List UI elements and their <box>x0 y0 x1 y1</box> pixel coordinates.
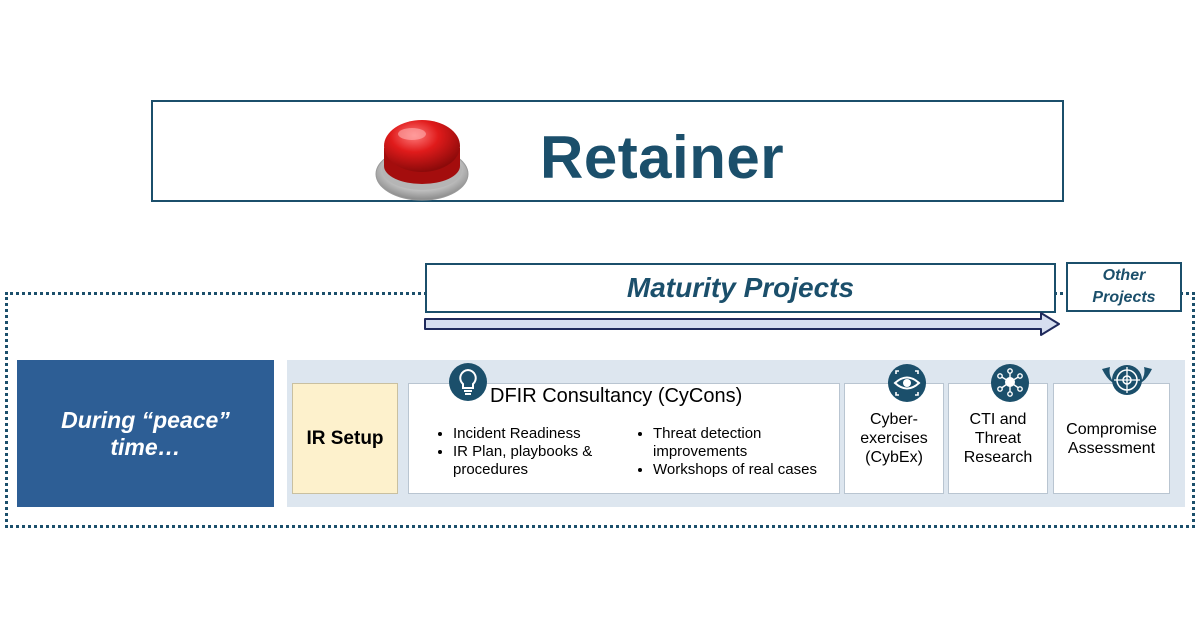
other-projects-label: Other Projects <box>1066 262 1182 312</box>
network-bulb-icon <box>991 364 1029 402</box>
cybex-line: exercises <box>860 430 928 447</box>
list-item: IR Plan, playbooks & procedures <box>453 443 623 479</box>
compromise-assessment-label: Compromise Assessment <box>1054 420 1169 458</box>
red-push-button-icon <box>375 120 469 201</box>
other-projects-line1: Other <box>1102 267 1146 284</box>
right-arrow-icon <box>424 312 1060 336</box>
cybex-line: Cyber- <box>869 411 918 428</box>
dfir-list-right: Threat detection improvements Workshops … <box>633 425 843 479</box>
cybex-line: (CybEx) <box>865 449 923 466</box>
lightbulb-icon <box>449 363 487 401</box>
maturity-projects-label: Maturity Projects <box>425 263 1056 313</box>
peace-time-line1: During “peace” <box>61 406 230 433</box>
list-item: Incident Readiness <box>453 425 623 443</box>
retainer-header-box <box>151 100 1064 202</box>
compromise-line: Assessment <box>1067 440 1156 457</box>
cti-line: CTI and <box>969 411 1027 428</box>
cti-label: CTI and Threat Research <box>950 410 1046 467</box>
retainer-title: Retainer <box>540 124 785 191</box>
peace-time-line2: time… <box>110 433 181 460</box>
list-item: Workshops of real cases <box>653 461 843 479</box>
compromise-assessment-card <box>1053 383 1170 494</box>
compromise-line: Compromise <box>1066 421 1157 438</box>
cti-line: Research <box>963 449 1033 466</box>
list-item: Threat detection improvements <box>653 425 843 461</box>
other-projects-line2: Projects <box>1092 289 1156 306</box>
dfir-list-left: Incident Readiness IR Plan, playbooks & … <box>433 425 623 479</box>
eye-icon <box>888 364 926 402</box>
cybex-label: Cyber- exercises (CybEx) <box>846 410 942 467</box>
dfir-card <box>408 383 840 494</box>
dfir-title: DFIR Consultancy (CyCons) <box>490 385 743 407</box>
winged-target-icon <box>1102 365 1152 395</box>
ir-setup-card: IR Setup <box>292 383 398 494</box>
peace-time-box: During “peace” time… <box>17 360 274 507</box>
cti-line: Threat <box>974 430 1022 447</box>
